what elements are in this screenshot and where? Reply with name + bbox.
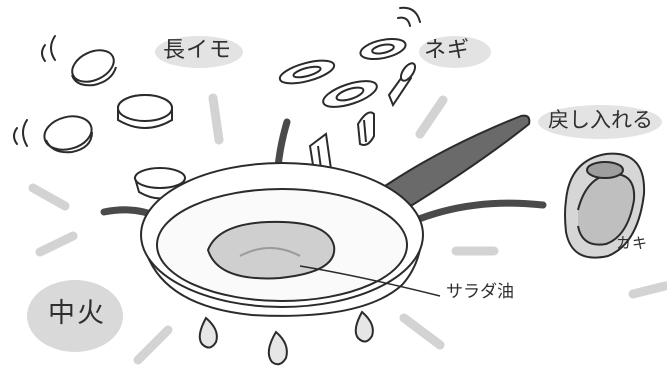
negi-label: ネギ [424,38,471,63]
nagaimo-slice-1 [71,49,117,87]
flame-1 [198,316,218,349]
negi-piece-4 [387,62,417,108]
salad-oil-puddle [206,220,336,280]
gas-flames [198,310,374,366]
nagaimo-label-backdrop [155,36,243,68]
nagaimo-slice-2 [117,94,173,129]
modoshi-label-backdrop [538,105,662,139]
negi-label-backdrop [419,36,491,68]
heat-glow-dashes [28,93,667,365]
nagaimo-slices [43,49,187,200]
nagaimo-label: 長イモ [163,38,233,63]
flame-3 [354,310,374,343]
salad-oil-leader-line [299,265,441,297]
heat-label: 中火 [48,298,106,329]
modoshi-ireru-label: 戻し入れる [548,108,653,132]
negi-piece-1 [359,37,407,61]
heat-label-backdrop [27,280,123,352]
negi-piece-3 [322,80,378,108]
negi-piece-2 [278,59,336,85]
frying-pan [140,162,424,317]
negi-pieces [278,37,417,186]
kaki-label: カキ [616,234,649,252]
nagaimo-slice-3 [43,115,93,154]
motion-marks [13,6,421,147]
oyster [564,152,646,259]
flame-2 [267,330,288,366]
salad-oil-label: サラダ油 [446,282,514,302]
negi-piece-5 [356,111,375,146]
